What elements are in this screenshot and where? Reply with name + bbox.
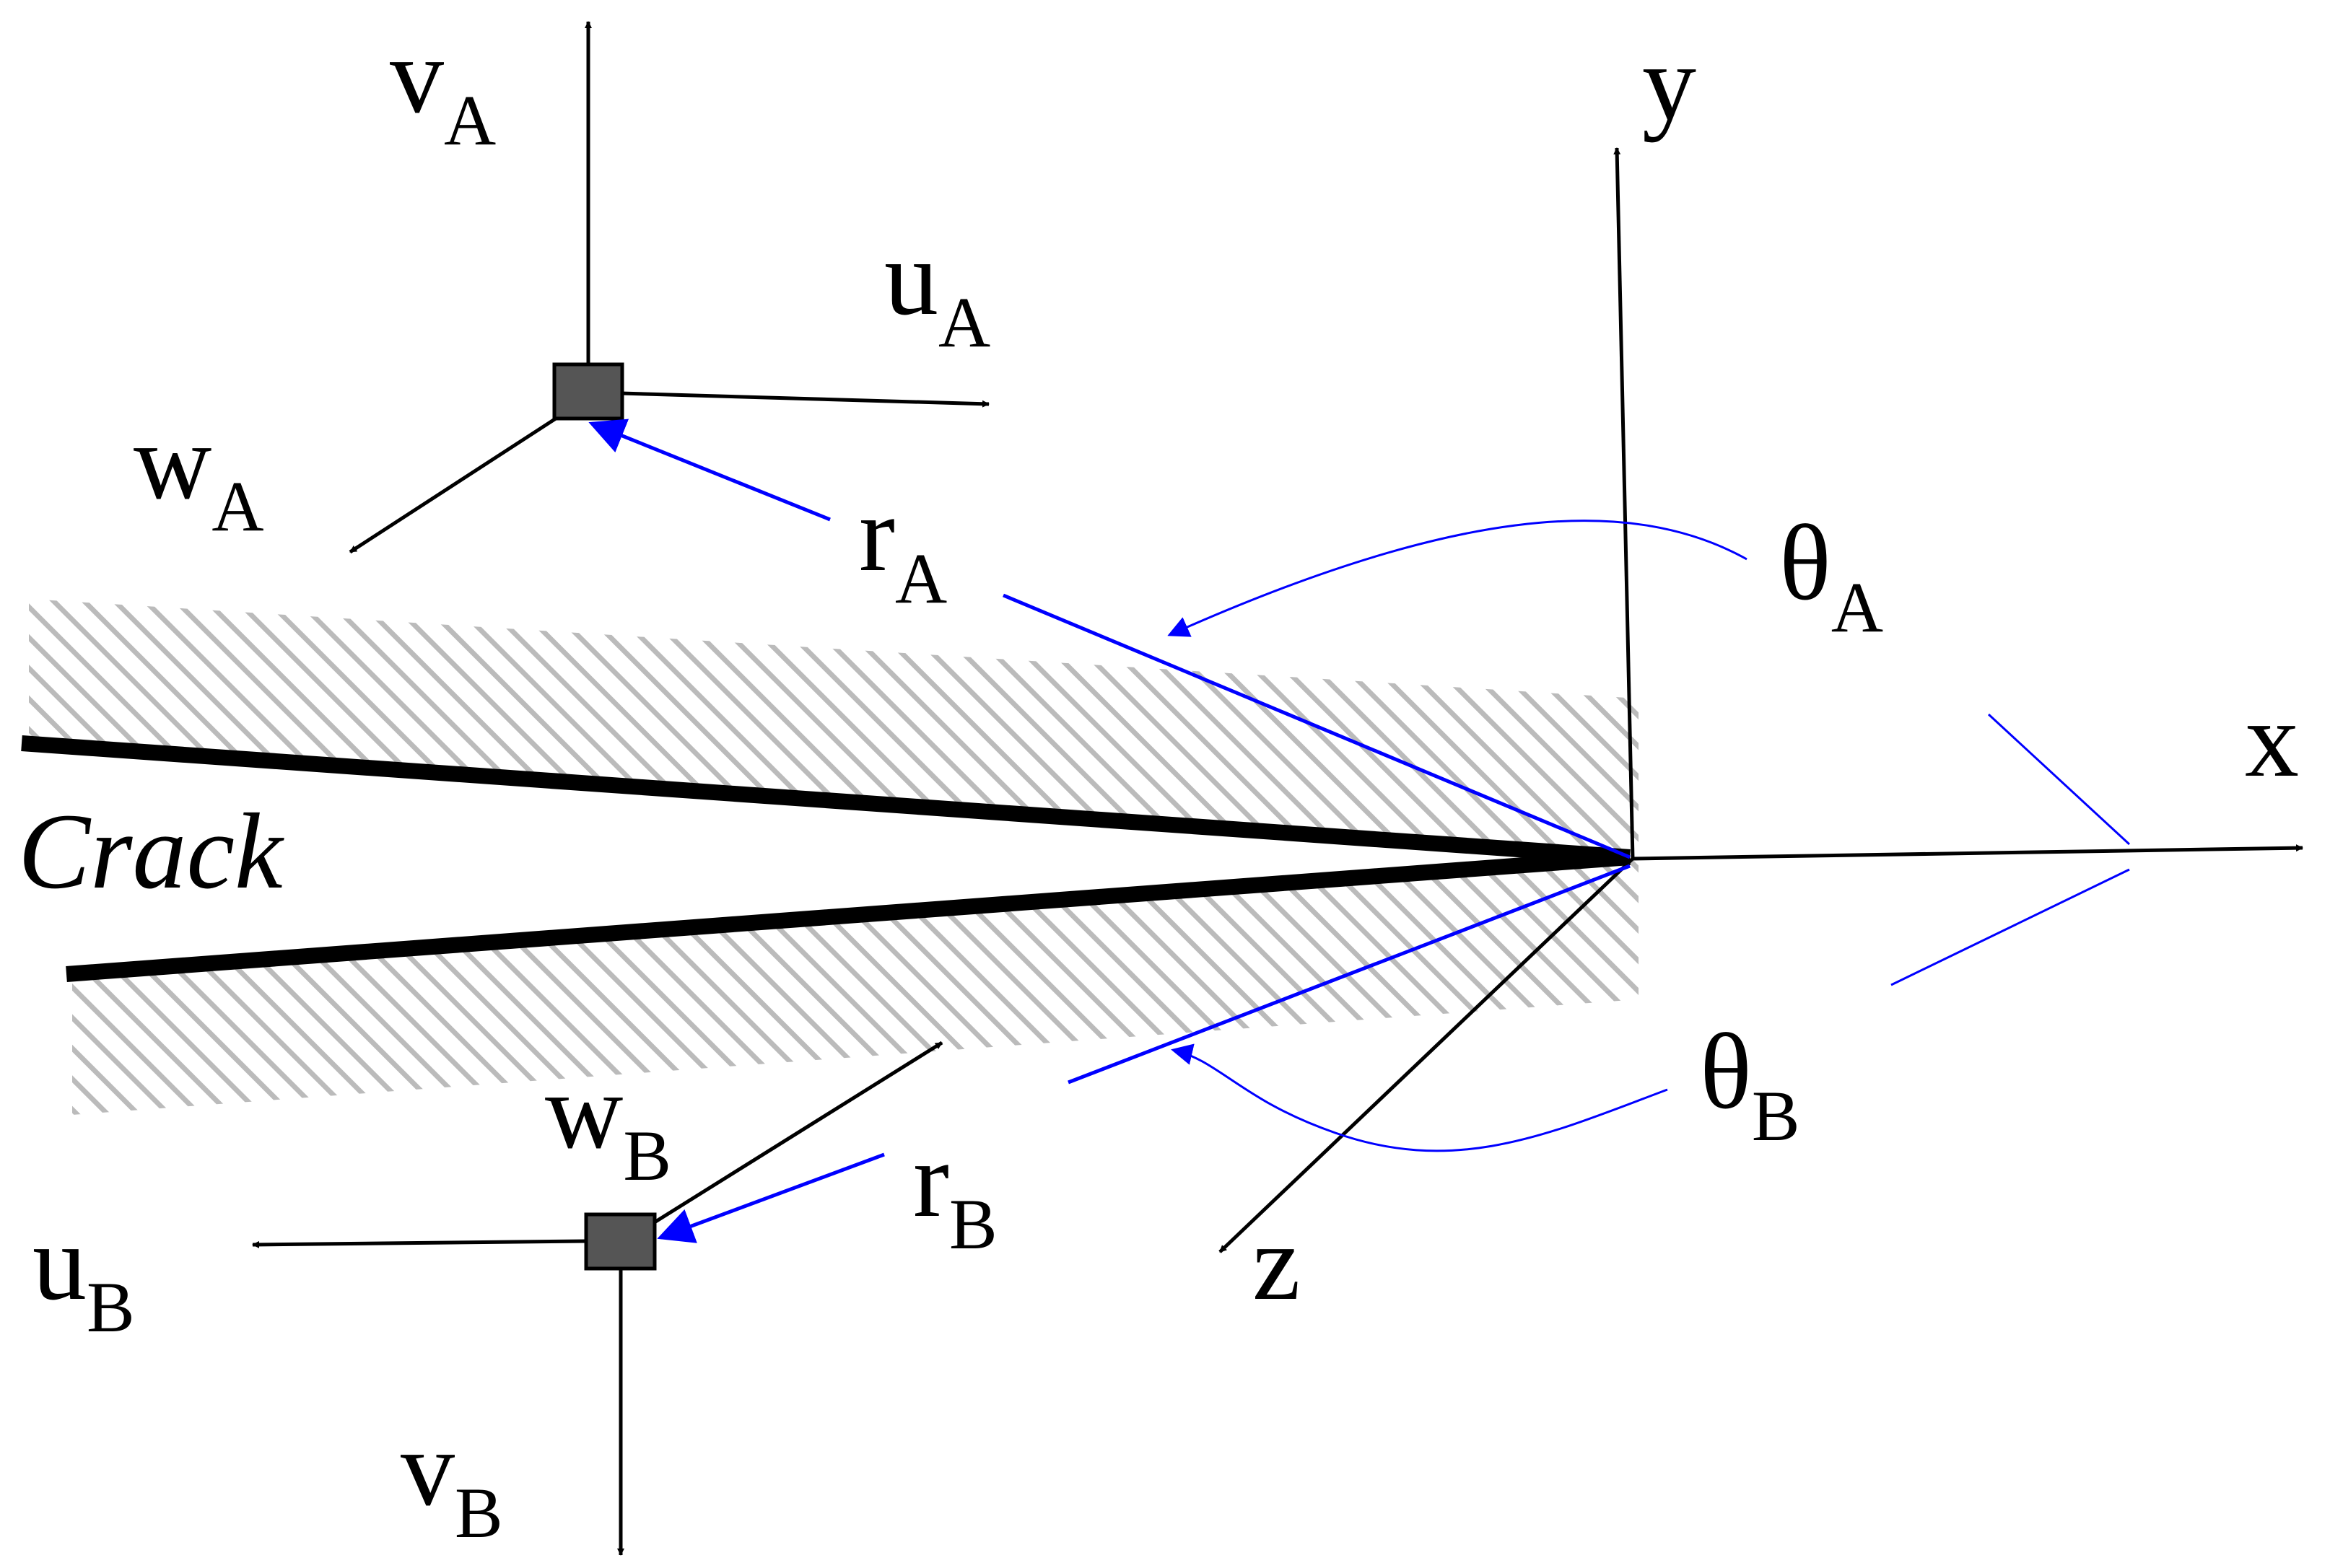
y-axis xyxy=(1613,147,1635,859)
vA-label: vA xyxy=(390,16,496,160)
x-angle-mark-lower xyxy=(1890,868,2130,986)
wA-axis xyxy=(349,416,557,554)
uA-label: uA xyxy=(884,218,990,362)
rB-label: rB xyxy=(913,1120,998,1264)
element-a xyxy=(552,362,624,421)
uB-axis xyxy=(252,1239,587,1248)
rB-line-upper xyxy=(1068,864,1631,1085)
x-angle-mark-upper xyxy=(1987,713,2131,846)
thetaA-label: θA xyxy=(1779,503,1883,647)
rA-line-lower xyxy=(1003,593,1631,859)
x-axis xyxy=(1632,844,2303,861)
wA-label: wA xyxy=(134,402,264,546)
rB-line-lower xyxy=(657,1152,885,1243)
rA-line-upper xyxy=(588,419,831,522)
uB-label: uB xyxy=(32,1203,135,1347)
z-axis xyxy=(1218,857,1634,1253)
wB-label: wB xyxy=(545,1051,671,1196)
wB-axis xyxy=(652,1041,943,1225)
thetaB-arc xyxy=(1171,1043,1668,1152)
rA-label: rA xyxy=(859,474,947,618)
upper-hatched-region xyxy=(29,599,1639,862)
element-b xyxy=(584,1212,657,1271)
crack-upper-face xyxy=(21,735,1631,865)
crack-label: Crack xyxy=(18,792,284,911)
thetaA-arc xyxy=(1167,520,1748,637)
z-label: z xyxy=(1252,1203,1301,1323)
uA-axis xyxy=(620,391,990,408)
thetaB-label: θB xyxy=(1700,1012,1800,1156)
vB-label: vB xyxy=(401,1409,503,1553)
y-label: y xyxy=(1642,23,1696,143)
lower-hatched-region xyxy=(72,851,1639,1115)
crack-lower-face xyxy=(66,849,1631,982)
x-label: x xyxy=(2245,680,2299,800)
